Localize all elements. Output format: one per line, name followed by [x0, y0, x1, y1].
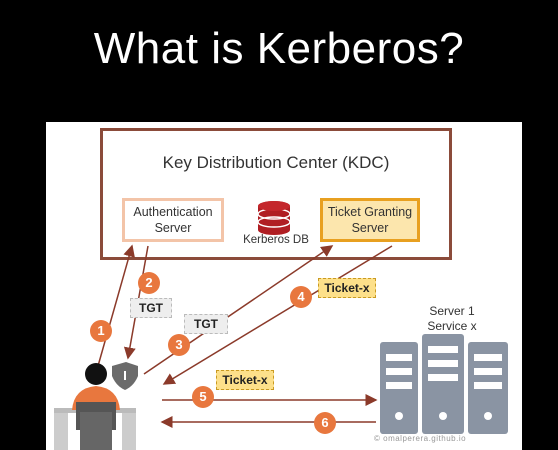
shield-icon [112, 362, 138, 390]
step-2-badge: 2 [138, 272, 160, 294]
step-6-badge: 6 [314, 412, 336, 434]
diagram-arrows [54, 201, 508, 450]
server-icon [380, 334, 508, 434]
arrow-3 [143, 245, 334, 375]
arrow-4 [162, 245, 393, 385]
step-1-badge: 1 [90, 320, 112, 342]
database-icon [257, 201, 291, 235]
user-icon [54, 363, 136, 450]
service-name: Service x [427, 319, 477, 333]
page-title: What is Kerberos? [93, 24, 465, 73]
ticket-x-tag-2: Ticket-x [216, 370, 274, 390]
step-3-badge: 3 [168, 334, 190, 356]
authentication-server-box: Authentication Server [122, 198, 224, 242]
tgt-tag-1: TGT [130, 298, 172, 318]
step-4-badge: 4 [290, 286, 312, 308]
diagram-panel: Key Distribution Center (KDC) [46, 122, 522, 450]
step-5-badge: 5 [192, 386, 214, 408]
credit-text: © omalperera.github.io [374, 434, 467, 443]
tgt-tag-2: TGT [184, 314, 228, 334]
ticket-x-tag-1: Ticket-x [318, 278, 376, 298]
arrow-1 [97, 244, 135, 367]
ticket-granting-server-box: Ticket Granting Server [320, 198, 420, 242]
server-name: Server 1 [429, 304, 475, 318]
kdc-box: Key Distribution Center (KDC) [100, 128, 452, 260]
kerberos-db-label: Kerberos DB [243, 234, 309, 246]
server-label: Server 1 Service x [412, 304, 492, 334]
kdc-title: Key Distribution Center (KDC) [162, 153, 390, 172]
